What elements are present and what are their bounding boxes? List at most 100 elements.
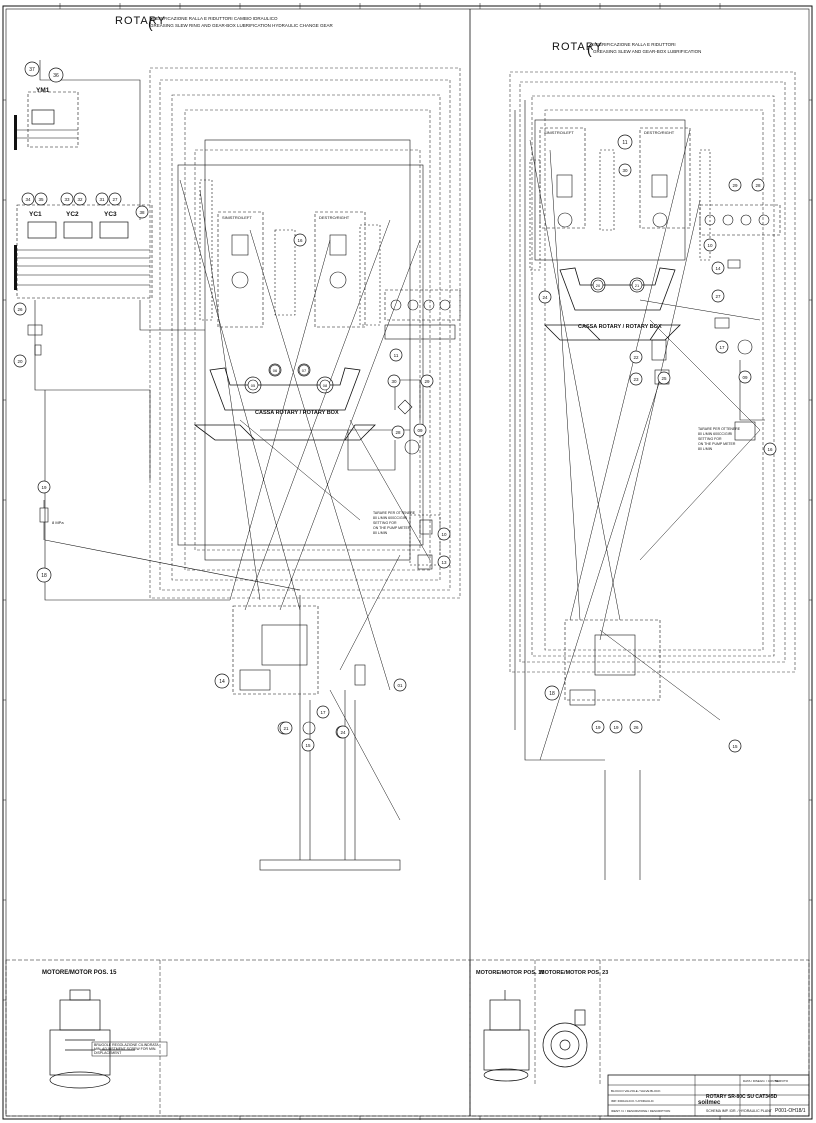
title-row-2: IMP. IDRAULICO / HYDRAULIC	[611, 1099, 655, 1103]
inner-frame	[5, 8, 810, 1117]
right-rotary-box	[544, 267, 681, 341]
svg-text:SETTING FOR: SETTING FOR	[698, 437, 722, 441]
left-title-paren: (	[148, 15, 153, 31]
left-title-main: ROTARY	[115, 15, 166, 27]
svg-text:33: 33	[64, 197, 70, 202]
circle-label: 15	[301, 738, 315, 752]
right-title-line2: GREASING SLEW AND GEAR-BOX LUBRIFICATION	[593, 49, 701, 54]
left-rotary-box-label: CASSA ROTARY / ROTARY BOX	[255, 410, 339, 416]
circle-label: 08	[319, 379, 331, 391]
circle-label: 36	[48, 67, 64, 83]
svg-text:25: 25	[661, 376, 667, 381]
svg-text:09: 09	[742, 375, 748, 380]
svg-text:17: 17	[719, 345, 725, 350]
circle-label: 23	[629, 372, 643, 386]
circle-label: 25	[657, 371, 671, 385]
circle-label: 21	[279, 721, 293, 735]
svg-text:23: 23	[633, 377, 639, 382]
circle-label: 19	[37, 480, 51, 494]
circle-label: 28	[751, 178, 765, 192]
svg-text:27: 27	[715, 294, 721, 299]
left-motor-label: SINISTRO/LEFT	[222, 215, 252, 220]
svg-text:21: 21	[635, 283, 640, 288]
left-motor-boxes	[199, 179, 381, 328]
left-manifold	[232, 514, 441, 695]
circle-label: 14	[711, 261, 725, 275]
left-title-line2: GREASING SLEW RING AND GEAR-BOX LUBRIFIC…	[150, 23, 333, 28]
solenoid-ym1	[14, 91, 79, 150]
svg-text:35: 35	[38, 197, 44, 202]
circle-label: 09	[738, 370, 752, 384]
left-motor-note: BRUGOLE REGOLAZIONE CILINDRATA MIN. ADJU…	[94, 1043, 158, 1055]
svg-text:22: 22	[633, 355, 639, 360]
drawing-number: P001-OH18/1	[775, 1108, 806, 1114]
left-dashed-lines	[149, 67, 461, 599]
circle-label: 18	[544, 685, 560, 701]
svg-text:14: 14	[715, 266, 721, 271]
drawing-title: ROTARY SR-80C SU CAT345D	[706, 1094, 778, 1100]
title-block	[607, 1074, 810, 1117]
svg-text:80 L/MIN 600CC/GIRI: 80 L/MIN 600CC/GIRI	[373, 516, 407, 520]
svg-text:24: 24	[542, 295, 548, 300]
svg-text:20: 20	[17, 359, 23, 364]
left-lower-ports	[27, 324, 366, 739]
svg-text:24: 24	[340, 730, 346, 735]
svg-text:26: 26	[17, 307, 23, 312]
circle-label: 31	[95, 192, 109, 206]
right-bottom-panel-a-title: MOTORE/MOTOR POS. 15	[476, 970, 544, 976]
svg-text:26: 26	[633, 725, 639, 730]
title-row-1: BLOCCO VALVOLE / VALVE BLOCK	[611, 1089, 660, 1093]
left-solid-lines	[34, 60, 424, 871]
right-circles: 11 30 29 28 14 27 24 20 21 22 23 17 16 2…	[538, 134, 777, 753]
svg-text:13: 13	[441, 560, 447, 565]
zone-ticks	[3, 3, 812, 1120]
right-rotary-box-label: CASSA ROTARY / ROTARY BOX	[578, 324, 662, 330]
circle-label: 10	[437, 527, 451, 541]
circle-label: 26	[13, 302, 27, 316]
right-motor-label: DESTRO/RIGHT	[319, 215, 350, 220]
valve-bank	[14, 204, 153, 299]
pressure-label: 8 MPa	[52, 520, 64, 525]
valve-yc2-label: YC2	[66, 211, 79, 218]
circle-label: 37	[24, 61, 40, 77]
svg-text:TARARE PER OTTENERE: TARARE PER OTTENERE	[373, 511, 416, 515]
circle-label: 11	[389, 348, 403, 362]
svg-text:ON THE PUMP METER: ON THE PUMP METER	[698, 442, 736, 446]
company-logo: soilmec	[698, 1100, 721, 1106]
circle-label: 38	[135, 205, 149, 219]
right-manifold	[564, 421, 756, 706]
left-circles: 37 36 34 35 33 32 31 27 38 26 20 19 18 1…	[13, 61, 451, 752]
left-gauge-row	[384, 289, 461, 455]
svg-text:28: 28	[755, 183, 761, 188]
circle-label: 21	[631, 279, 643, 291]
circle-label: 30	[387, 374, 401, 388]
svg-text:28: 28	[395, 430, 401, 435]
right-title-paren: (	[587, 41, 592, 57]
svg-text:29: 29	[732, 183, 738, 188]
svg-text:19: 19	[41, 485, 47, 490]
circle-label: 34	[21, 192, 35, 206]
outer-frame	[2, 5, 813, 1120]
right-note: TARARE PER OTTENERE 80 L/MIN 600CC/GIRI …	[698, 427, 741, 451]
svg-text:32: 32	[77, 197, 83, 202]
svg-text:19: 19	[613, 725, 619, 730]
svg-text:08: 08	[323, 383, 328, 388]
pressure-switch	[39, 500, 49, 540]
circle-label: 27	[108, 192, 122, 206]
circle-label: 28	[391, 425, 405, 439]
circle-label: 20	[13, 354, 27, 368]
svg-text:18: 18	[549, 691, 555, 697]
svg-text:30: 30	[391, 379, 397, 384]
svg-text:SETTING FOR: SETTING FOR	[373, 521, 397, 525]
circle-label: 05	[247, 379, 259, 391]
circle-label: 16	[763, 442, 777, 456]
circle-label: 18	[36, 567, 52, 583]
circle-label: 19	[591, 720, 605, 734]
circle-label: 11	[617, 134, 633, 150]
svg-text:10: 10	[441, 532, 447, 537]
svg-text:15: 15	[305, 743, 311, 748]
svg-text:15: 15	[732, 744, 738, 749]
svg-text:37: 37	[29, 67, 35, 73]
svg-text:30: 30	[622, 168, 628, 173]
